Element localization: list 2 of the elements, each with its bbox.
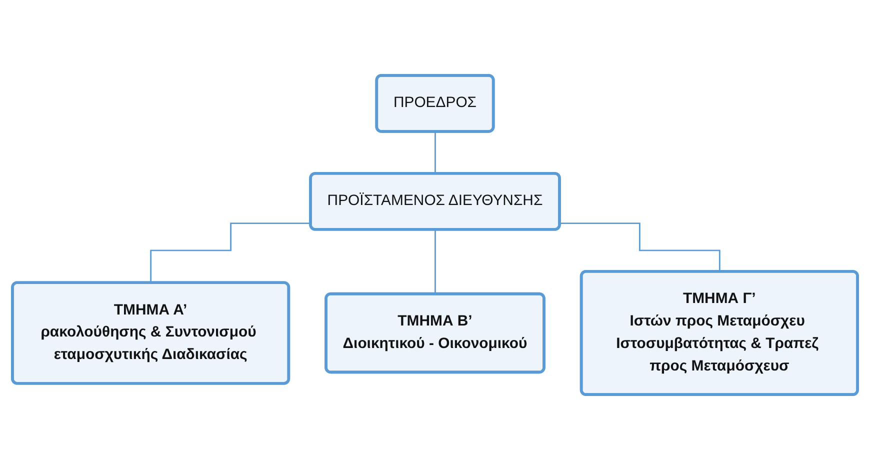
connector <box>150 222 311 284</box>
connector <box>434 229 436 295</box>
